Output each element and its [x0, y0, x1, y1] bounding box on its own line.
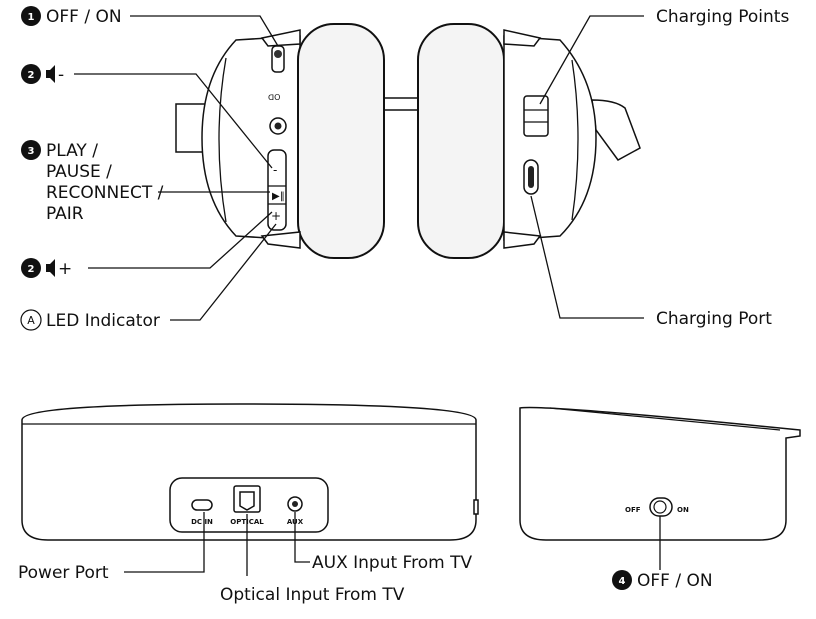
badge-1: 1: [28, 12, 35, 23]
badge-2b: 2: [28, 264, 35, 275]
label-volume-down: -: [58, 65, 64, 85]
power-switch: [271, 45, 285, 73]
aux-jack-hole: [274, 122, 282, 130]
power-switch-knob: [274, 50, 282, 58]
switch-on-label: ON: [677, 506, 689, 514]
right-hinge-top: [503, 29, 542, 47]
base-front: DC IN OPTICAL AUX: [21, 403, 479, 541]
speaker-icon: [46, 65, 55, 83]
speaker-icon: [46, 259, 55, 277]
right-cup-inner-line: [571, 59, 579, 221]
dc-in-port: [191, 499, 213, 511]
headband-right: [591, 99, 641, 161]
label-base-off-on: OFF / ON: [637, 571, 713, 591]
label-volume-up: +: [58, 259, 72, 279]
callout-off-on: 1 OFF / ON: [21, 6, 122, 27]
leader-aux: [294, 512, 310, 563]
callout-volume-up: 2 +: [21, 258, 72, 279]
plus-button-glyph: +: [271, 209, 281, 223]
label-charging-points: Charging Points: [656, 7, 789, 27]
left-ear-cushion: [297, 23, 385, 259]
label-play-line2: PAUSE /: [46, 162, 112, 182]
badge-2a: 2: [28, 70, 35, 81]
badge-a: A: [27, 314, 35, 327]
right-hinge-bottom: [503, 231, 542, 249]
right-ear-cushion: [417, 23, 505, 259]
label-led: LED Indicator: [46, 311, 160, 331]
left-cup-inner-line: [218, 57, 227, 223]
headphone-leaders: [74, 15, 644, 321]
minus-button-glyph: -: [273, 163, 277, 177]
label-charging-port: Charging Port: [656, 309, 772, 329]
label-optical-input: Optical Input From TV: [220, 585, 405, 605]
callout-base-off-on: 4 OFF / ON: [612, 570, 713, 591]
label-off-on: OFF / ON: [46, 7, 122, 27]
label-power-port: Power Port: [18, 563, 109, 583]
dc-in-label: DC IN: [191, 518, 213, 526]
play-button-glyph: ▶‖: [272, 191, 285, 202]
callout-led: A LED Indicator: [20, 309, 160, 331]
callout-play-pause: 3 PLAY / PAUSE / RECONNECT / PAIR: [21, 140, 164, 224]
label-play-line4: PAIR: [46, 204, 84, 224]
mic-icon: ᗡO: [268, 93, 280, 102]
right-cup-housing: [503, 35, 597, 241]
label-aux-input: AUX Input From TV: [312, 553, 472, 573]
badge-4: 4: [619, 576, 626, 587]
left-hinge-bottom: [260, 231, 301, 249]
control-strip: [267, 149, 287, 231]
headphones: ᗡO - ▶‖ +: [175, 23, 641, 259]
base-side: OFF ON: [519, 406, 801, 541]
badge-3: 3: [28, 146, 35, 157]
left-hinge-top: [260, 29, 301, 47]
label-play-line1: PLAY /: [46, 141, 98, 161]
callout-volume-down: 2 -: [21, 64, 64, 85]
switch-off-label: OFF: [625, 506, 641, 514]
charging-points: [523, 95, 549, 137]
leader-power-port: [124, 512, 205, 573]
base-front-body: [21, 403, 477, 541]
label-play-line3: RECONNECT /: [46, 183, 164, 203]
